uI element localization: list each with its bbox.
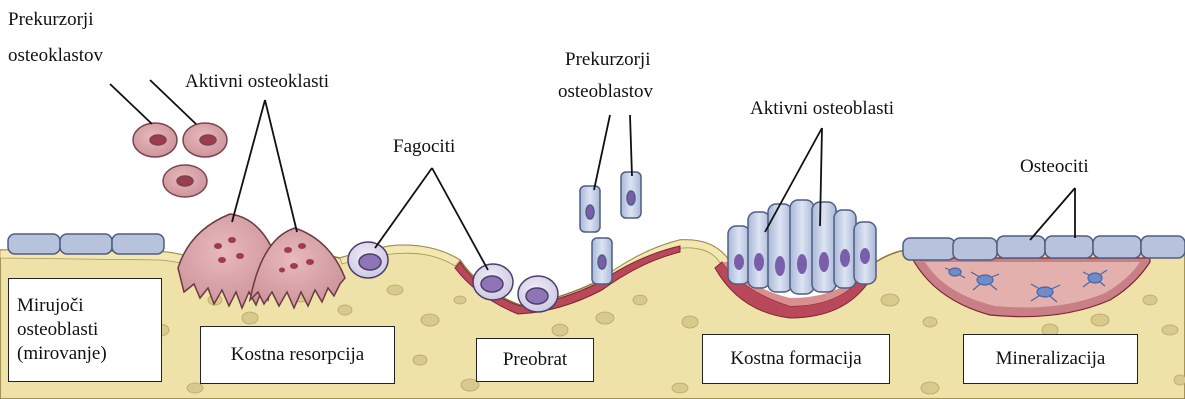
lining-cells	[8, 234, 164, 254]
label-osteoclast-precursors-2: osteoklastov	[8, 44, 103, 68]
stage-resting-line-3: (mirovanje)	[17, 342, 107, 366]
active-osteoblasts	[728, 200, 876, 294]
stage-box-resting: Mirujoči osteoblasti (mirovanje)	[8, 278, 162, 382]
stage-resting-line-1: Mirujoči	[17, 294, 84, 318]
label-osteoblast-precursors-1: Prekurzorji	[565, 48, 650, 72]
stage-box-resorption: Kostna resorpcija	[200, 326, 395, 384]
label-osteocytes: Osteociti	[1020, 155, 1089, 179]
label-active-osteoblasts: Aktivni osteoblasti	[750, 97, 894, 121]
stage-box-formation: Kostna formacija	[702, 334, 890, 384]
stage-box-reversal: Preobrat	[476, 338, 594, 382]
label-phagocytes: Fagociti	[393, 135, 455, 159]
active-osteoclasts	[178, 214, 345, 308]
stage-box-mineralization: Mineralizacija	[963, 334, 1138, 384]
label-osteoclast-precursors-1: Prekurzorji	[8, 8, 93, 32]
label-active-osteoclasts: Aktivni osteoklasti	[185, 70, 329, 94]
stage-resting-line-2: osteoblasti	[17, 318, 98, 342]
osteoclast-precursors	[133, 123, 227, 197]
label-osteoblast-precursors-2: osteoblastov	[558, 80, 653, 104]
